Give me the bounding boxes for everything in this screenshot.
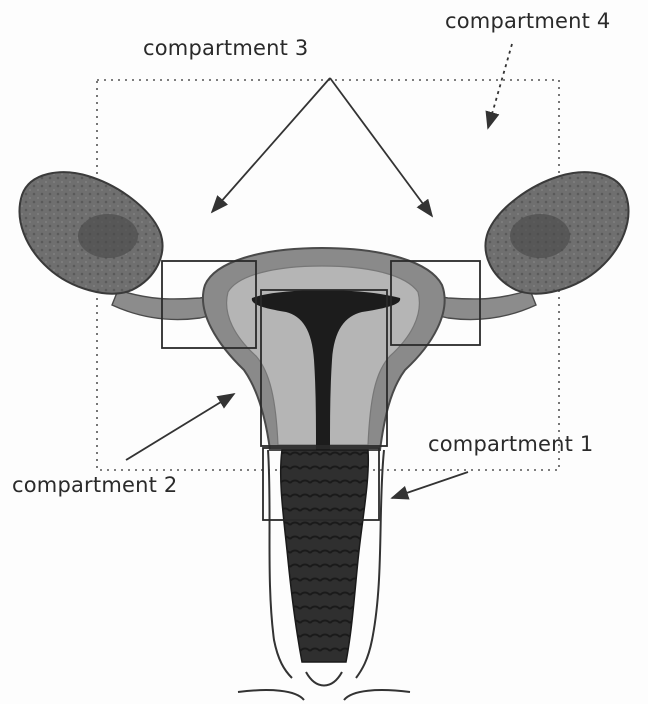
arrow-compartment-3-right bbox=[330, 78, 432, 216]
arrow-compartment-1 bbox=[392, 472, 468, 498]
left-ovary-core bbox=[78, 214, 138, 258]
compartment-3-label: compartment 3 bbox=[143, 36, 308, 60]
compartment-2-label: compartment 2 bbox=[12, 473, 177, 497]
vagina bbox=[281, 450, 369, 662]
compartment-4-label: compartment 4 bbox=[445, 9, 610, 33]
arrow-compartment-4 bbox=[488, 44, 512, 128]
right-ovary-core bbox=[510, 214, 570, 258]
arrow-compartment-3-left bbox=[212, 78, 330, 212]
arrow-compartment-2 bbox=[126, 394, 234, 460]
compartment-1-label: compartment 1 bbox=[428, 432, 593, 456]
vulva-outline bbox=[238, 672, 410, 700]
